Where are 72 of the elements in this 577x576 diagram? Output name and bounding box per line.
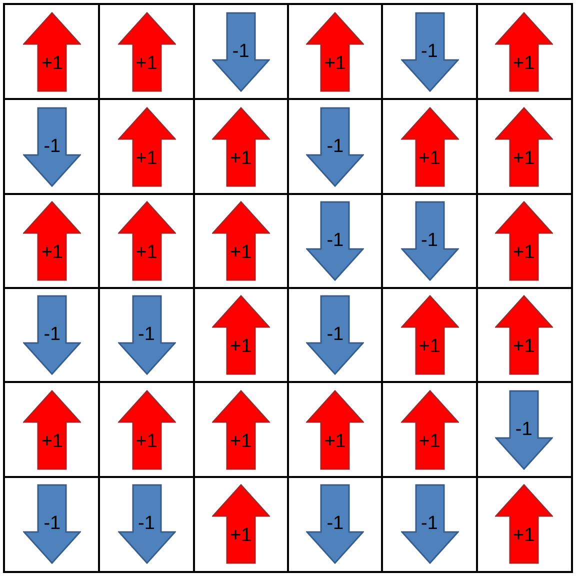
spin-value: +1 [134,53,158,76]
spin-down-symbol [212,12,270,92]
spin-up-symbol [118,200,176,281]
spin-value: +1 [418,148,442,170]
spin-value: +1 [228,430,253,452]
spin-value: +1 [418,430,442,452]
spin-up-symbol [400,106,458,186]
spin-value: +1 [228,148,253,170]
spin-up-symbol [118,12,176,92]
spin-up-symbol [118,390,176,470]
spin-value: +1 [512,336,536,358]
spin-value: -1 [420,512,439,535]
spin-up-symbol [494,106,553,186]
spin-value: +1 [134,242,158,264]
spin-down-symbol [306,484,364,564]
spin-value: +1 [228,336,253,358]
spin-value: -1 [42,324,62,346]
spin-value: +1 [512,242,536,264]
spin-up-symbol [400,295,458,376]
spin-value: +1 [228,242,253,264]
spin-value: +1 [40,242,64,264]
spin-up-symbol [400,390,458,470]
spin-up-symbol [494,12,553,92]
spin-value: +1 [40,53,64,76]
spin-value: +1 [418,336,442,358]
spin-up-symbol [494,200,553,281]
spin-value: +1 [512,53,536,76]
spin-up-symbol [212,106,270,186]
spin-down-symbol [23,484,82,564]
spin-value: -1 [420,41,439,64]
spin-down-symbol [23,295,82,376]
spin-down-symbol [400,12,458,92]
spin-up-symbol [23,390,82,470]
spin-down-symbol [306,106,364,186]
spin-value: -1 [42,512,62,535]
spin-down-symbol [400,484,458,564]
spin-down-symbol [118,295,176,376]
spin-up-symbol [212,200,270,281]
spin-value: -1 [137,324,156,346]
spin-value: -1 [514,418,534,440]
spin-value: -1 [326,512,345,535]
spin-value: +1 [512,148,536,170]
spin-up-symbol [494,295,553,376]
spin-value: +1 [134,430,158,452]
spin-value: -1 [137,512,156,535]
spin-up-symbol [306,390,364,470]
spin-value: -1 [326,230,345,252]
spin-up-symbol [23,12,82,92]
spin-down-symbol [400,200,458,281]
spin-value: +1 [323,430,347,452]
spin-down-symbol [494,390,553,470]
spin-up-symbol [212,484,270,564]
spin-up-symbol [212,390,270,470]
spin-value: +1 [134,148,158,170]
spin-value: -1 [420,230,439,252]
spin-up-symbol [118,106,176,186]
spin-down-symbol [23,106,82,186]
spin-value: -1 [231,41,250,64]
spin-value: -1 [326,324,345,346]
spin-value: +1 [40,430,64,452]
spin-value: +1 [323,53,347,76]
spin-up-symbol [23,200,82,281]
spin-up-symbol [212,295,270,376]
spin-value: -1 [42,136,62,158]
spin-up-symbol [494,484,553,564]
spin-value: +1 [228,524,253,547]
spin-value: +1 [512,524,536,547]
spin-down-symbol [118,484,176,564]
spin-down-symbol [306,200,364,281]
spin-up-symbol [306,12,364,92]
spin-down-symbol [306,295,364,376]
spin-value: -1 [326,136,345,158]
